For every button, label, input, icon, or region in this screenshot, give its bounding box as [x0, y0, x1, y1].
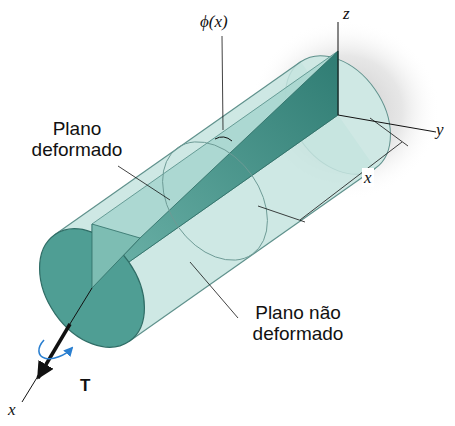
dimension-line [300, 142, 402, 220]
axis-label: z [343, 4, 350, 23]
front-plane-wedge [92, 224, 140, 288]
leader-line [118, 166, 170, 200]
part-label: Plano não deformado [232, 302, 364, 345]
extension-line [258, 206, 305, 222]
undeformed-plane [92, 51, 338, 288]
leader-line [222, 36, 223, 130]
dimension-label: x [362, 168, 374, 187]
torque-rotation-arrow [39, 340, 72, 359]
angle-label: ϕ(x) [200, 12, 228, 31]
leader-line [190, 262, 238, 318]
part-label: Plano deformado [18, 118, 136, 161]
deformed-plane [92, 51, 338, 288]
axis-label: y [436, 120, 444, 139]
z-axis [338, 22, 339, 115]
extension-line [370, 118, 408, 146]
torque-vector [38, 324, 70, 378]
twist-angle-arc [215, 137, 232, 141]
section-ring [141, 122, 289, 280]
y-axis [338, 115, 436, 132]
load-label: T [80, 376, 90, 395]
axis-label: x [8, 400, 16, 419]
x-axis [22, 288, 92, 402]
front-face [18, 209, 166, 367]
